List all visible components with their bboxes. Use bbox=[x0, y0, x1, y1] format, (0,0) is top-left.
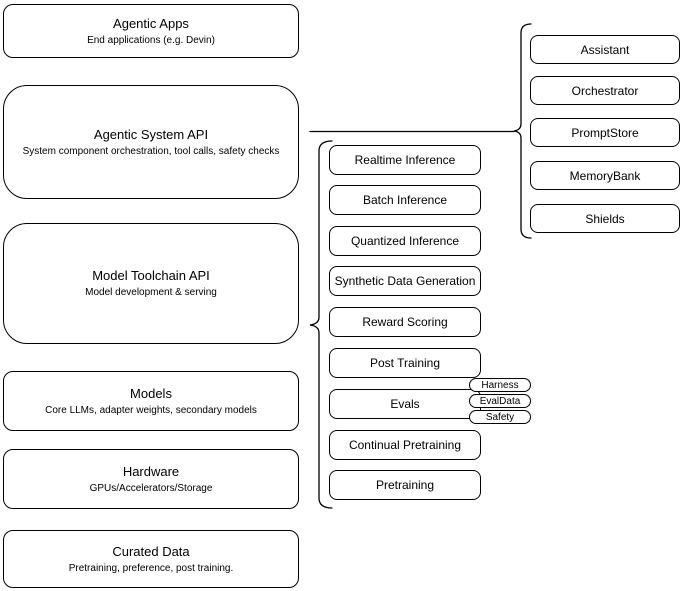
node-synthetic-data-generation: Synthetic Data Generation bbox=[329, 266, 481, 296]
box-title: Agentic Apps bbox=[113, 15, 189, 31]
agentic-system-brace bbox=[513, 23, 532, 239]
box-title: Agentic System API bbox=[93, 126, 209, 142]
node-orchestrator: Orchestrator bbox=[530, 76, 680, 105]
box-models: Models Core LLMs, adapter weights, secon… bbox=[3, 371, 299, 431]
node-post-training: Post Training bbox=[329, 348, 481, 378]
node-promptstore: PromptStore bbox=[530, 118, 680, 147]
box-subtitle: System component orchestration, tool cal… bbox=[22, 145, 280, 157]
tag-harness: Harness bbox=[469, 378, 531, 392]
box-title: Curated Data bbox=[112, 543, 190, 559]
tag-evaldata: EvalData bbox=[469, 394, 531, 408]
box-hardware: Hardware GPUs/Accelerators/Storage bbox=[3, 449, 299, 509]
node-batch-inference: Batch Inference bbox=[329, 185, 481, 215]
box-subtitle: End applications (e.g. Devin) bbox=[87, 34, 215, 46]
box-title: Models bbox=[130, 385, 172, 401]
box-subtitle: Model development & serving bbox=[85, 287, 217, 298]
box-title: Hardware bbox=[122, 463, 180, 479]
node-continual-pretraining: Continual Pretraining bbox=[329, 430, 481, 460]
node-quantized-inference: Quantized Inference bbox=[329, 226, 481, 256]
box-curated-data: Curated Data Pretraining, preference, po… bbox=[3, 530, 299, 588]
node-shields: Shields bbox=[530, 204, 680, 233]
box-agentic-system-api: Agentic System API System component orch… bbox=[3, 85, 299, 199]
node-memorybank: MemoryBank bbox=[530, 161, 680, 190]
node-pretraining: Pretraining bbox=[329, 470, 481, 500]
node-reward-scoring: Reward Scoring bbox=[329, 307, 481, 337]
tag-safety: Safety bbox=[469, 410, 531, 424]
node-realtime-inference: Realtime Inference bbox=[329, 145, 481, 175]
box-subtitle: Core LLMs, adapter weights, secondary mo… bbox=[45, 404, 257, 416]
toolchain-brace bbox=[309, 140, 333, 509]
node-assistant: Assistant bbox=[530, 35, 680, 64]
box-title: Model Toolchain API bbox=[92, 268, 210, 283]
node-evals: Evals bbox=[329, 389, 481, 419]
box-agentic-apps: Agentic Apps End applications (e.g. Devi… bbox=[3, 4, 299, 58]
box-subtitle: GPUs/Accelerators/Storage bbox=[89, 482, 213, 494]
box-subtitle: Pretraining, preference, post training. bbox=[68, 562, 234, 574]
box-model-toolchain-api: Model Toolchain API Model development & … bbox=[3, 223, 299, 344]
